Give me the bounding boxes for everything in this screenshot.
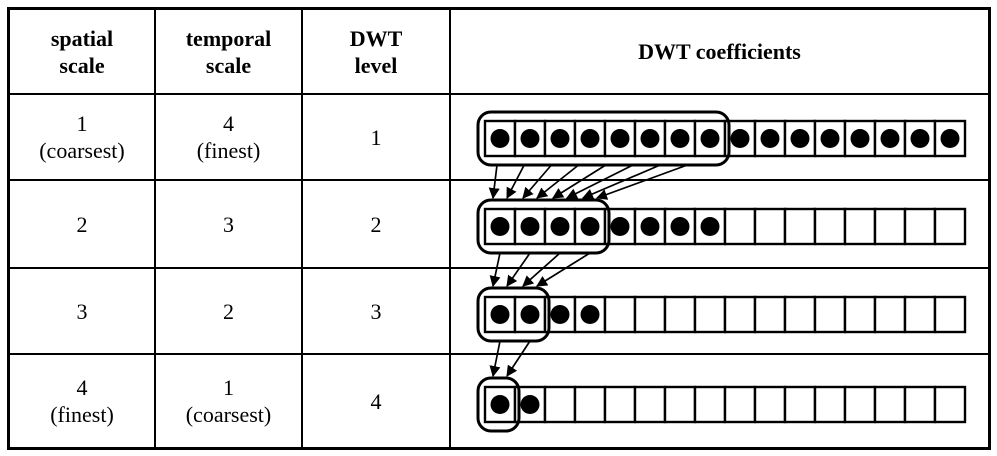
row-2-coefficients-cell bbox=[451, 181, 988, 269]
header-temporal-scale: temporal scale bbox=[156, 10, 303, 95]
row-4-spatial-scale: 4 (finest) bbox=[10, 355, 156, 447]
row-1-dwt-level: 1 bbox=[303, 95, 451, 181]
row-3-dwt-level: 3 bbox=[303, 269, 451, 355]
row-4-temporal-scale: 1 (coarsest) bbox=[156, 355, 303, 447]
row-3-spatial-scale: 3 bbox=[10, 269, 156, 355]
row-2-dwt-level: 2 bbox=[303, 181, 451, 269]
header-dwt-level: DWT level bbox=[303, 10, 451, 95]
row-3-coefficients-cell bbox=[451, 269, 988, 355]
row-4-dwt-level: 4 bbox=[303, 355, 451, 447]
header-dwt-coefficients: DWT coefficients bbox=[451, 10, 988, 95]
row-1-spatial-scale: 1 (coarsest) bbox=[10, 95, 156, 181]
row-2-temporal-scale: 3 bbox=[156, 181, 303, 269]
row-4-coefficients-cell bbox=[451, 355, 988, 447]
row-3-temporal-scale: 2 bbox=[156, 269, 303, 355]
dwt-table: spatial scale temporal scale DWT level D… bbox=[7, 7, 991, 450]
header-spatial-scale: spatial scale bbox=[10, 10, 156, 95]
row-1-coefficients-cell bbox=[451, 95, 988, 181]
row-1-temporal-scale: 4 (finest) bbox=[156, 95, 303, 181]
row-2-spatial-scale: 2 bbox=[10, 181, 156, 269]
